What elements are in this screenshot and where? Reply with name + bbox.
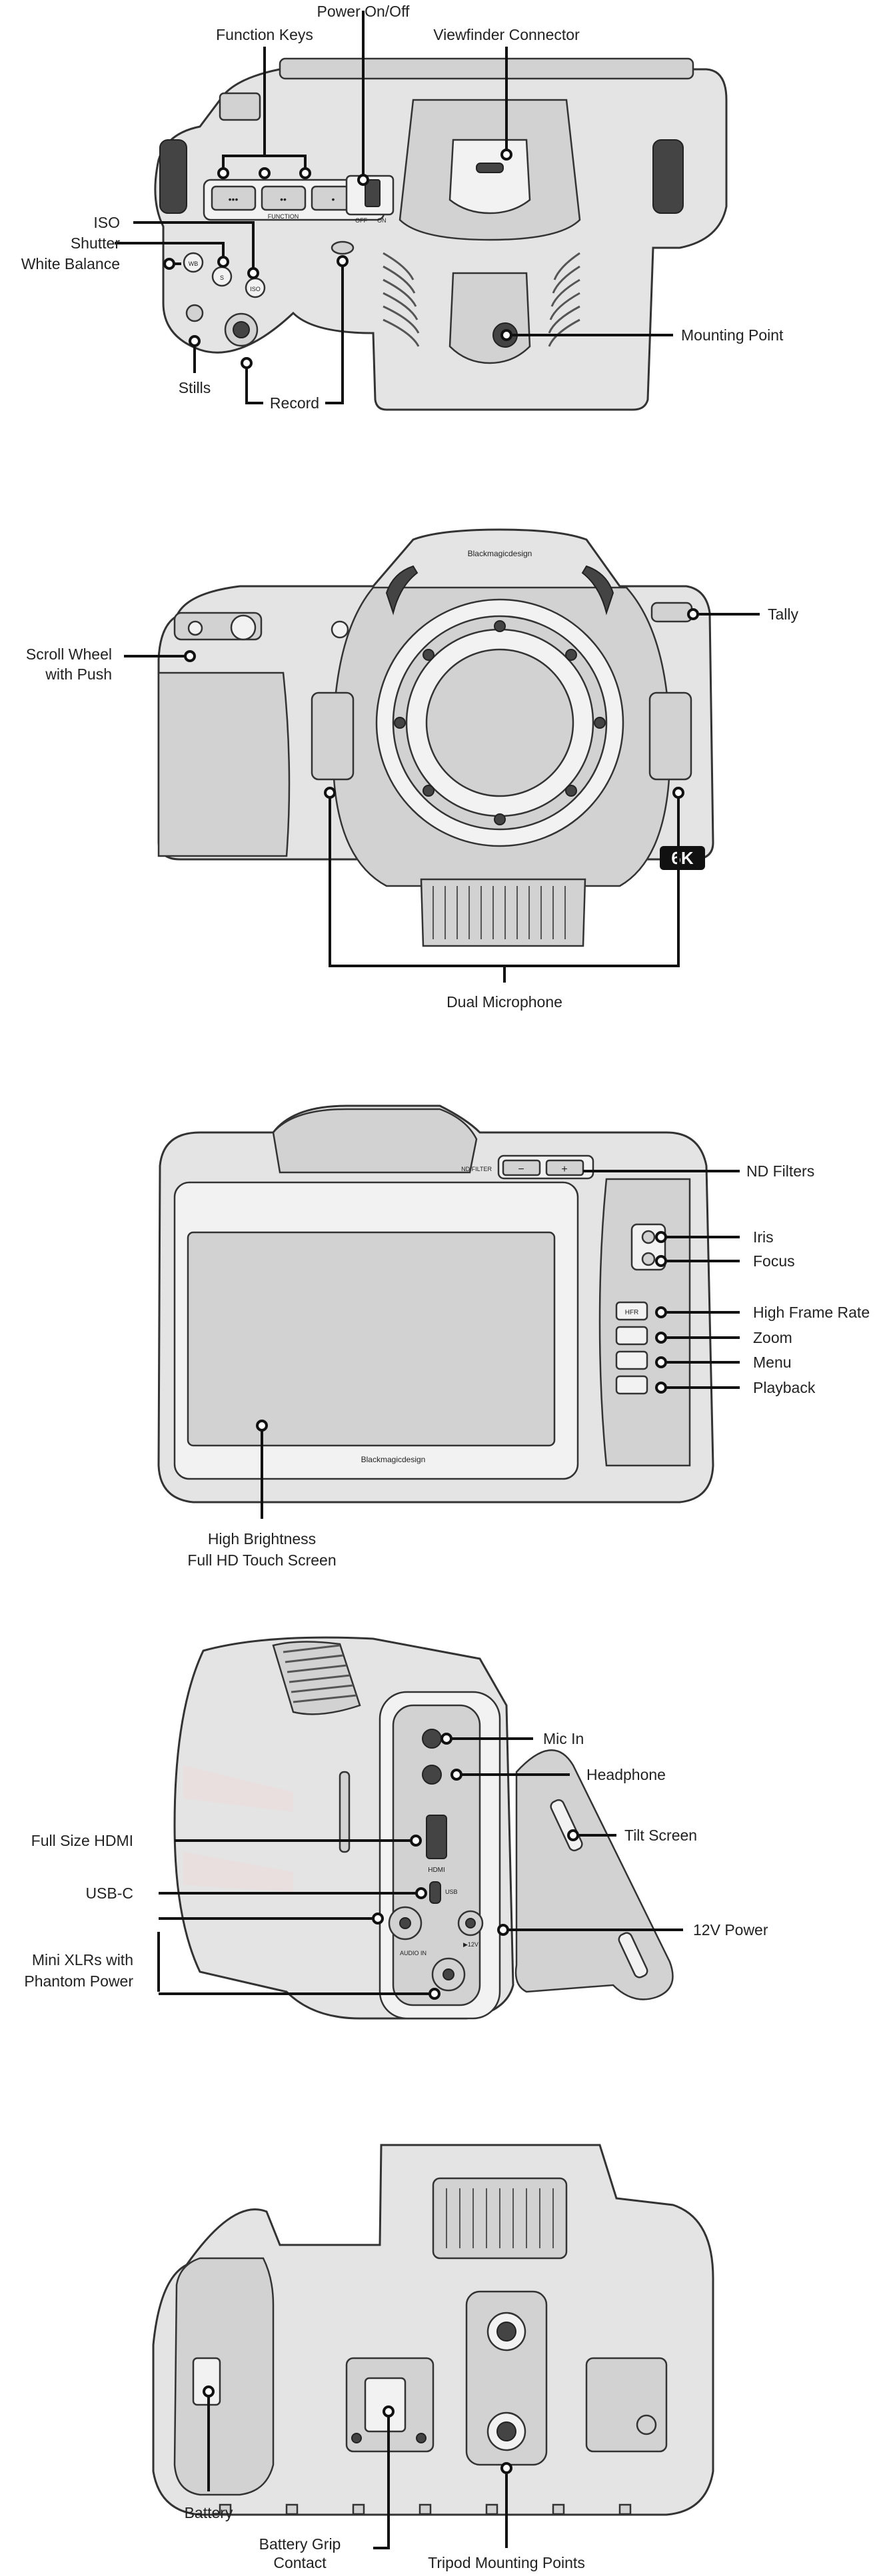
off-camera-text: OFF [355,217,367,224]
audio-in-camera-text: AUDIO IN [400,1950,427,1956]
back-brand-text: Blackmagicdesign [361,1455,426,1464]
dual-microphone-label: Dual Microphone [446,993,562,1011]
tally-label: Tally [768,606,799,623]
bottom-callouts [203,2385,512,2549]
front-brand-text: Blackmagicdesign [468,549,532,558]
xlr-label-1: Mini XLRs with [32,1951,133,1968]
playback-label: Playback [753,1379,816,1396]
iris-label: Iris [753,1228,774,1246]
xlr-label-2: Phantom Power [24,1972,133,1990]
iso-label: ISO [93,214,120,231]
12v-power-label: 12V Power [693,1921,768,1938]
record-label: Record [270,394,319,412]
front-view: Blackmagicdesign 6K Tally Scroll Wheel w… [26,528,799,1011]
power-label: Power On/Off [317,3,411,20]
scroll-wheel-label-2: with Push [45,665,112,683]
side-view: HDMI USB AUDIO IN ▶12V [24,1636,768,2020]
mic-in-label: Mic In [543,1730,584,1747]
focus-label: Focus [753,1252,795,1270]
function-keys-label: Function Keys [216,26,313,43]
top-camera-illustration: ••• •• • FUNCTION OFF ON WB S IS [154,57,728,411]
white-balance-label: White Balance [21,255,120,272]
bottom-camera-illustration [152,2144,714,2516]
s-camera-text: S [220,274,224,281]
viewfinder-label: Viewfinder Connector [433,26,580,43]
fn-key-1-text: ••• [229,194,239,205]
nd-filters-label: ND Filters [746,1162,814,1180]
hdmi-label: Full Size HDMI [31,1832,133,1849]
headphone-label: Headphone [586,1766,666,1783]
usb-camera-text: USB [445,1889,458,1895]
function-camera-text: FUNCTION [268,213,299,220]
nd-filter-camera-text: ND FILTER [461,1166,492,1172]
iso-camera-text: ISO [250,286,261,292]
on-camera-text: ON [377,217,387,224]
fn-key-3-text: • [332,194,335,205]
nd-minus-text: − [518,1164,524,1175]
12v-camera-text: ▶12V [463,1941,478,1948]
fn-key-2-text: •• [280,194,287,205]
6k-badge-text: 6K [671,848,693,868]
battery-grip-label-1: Battery Grip [259,2535,341,2553]
top-view: ••• •• • FUNCTION OFF ON WB S IS [21,3,784,412]
screen-label-1: High Brightness [208,1530,316,1547]
battery-label: Battery [185,2504,233,2521]
scroll-wheel-label-1: Scroll Wheel [26,645,112,663]
front-camera-illustration: Blackmagicdesign 6K [157,528,714,947]
bottom-view: Battery Battery Grip Contact Tripod Moun… [152,2144,714,2571]
back-callouts [256,1170,740,1519]
battery-grip-label-2: Contact [273,2554,327,2571]
hdmi-camera-text: HDMI [428,1867,445,1874]
back-view: − + ND FILTER HFR Blackmagicdesign [157,1104,870,1569]
back-camera-illustration: − + ND FILTER HFR Blackmagicdesign [157,1104,714,1503]
side-callouts [157,1733,683,2000]
stills-label: Stills [179,379,211,396]
screen-label-2: Full HD Touch Screen [187,1551,336,1569]
usb-c-label: USB-C [85,1885,133,1902]
menu-label: Menu [753,1354,792,1371]
side-camera-illustration: HDMI USB AUDIO IN ▶12V [173,1636,674,2020]
nd-plus-text: + [561,1164,567,1175]
wb-camera-text: WB [189,260,199,267]
mounting-point-label: Mounting Point [681,326,784,344]
high-frame-rate-label: High Frame Rate [753,1304,870,1321]
tripod-label: Tripod Mounting Points [428,2554,585,2571]
front-callouts [124,608,760,983]
shutter-label: Shutter [71,234,120,252]
hfr-camera-text: HFR [625,1309,639,1316]
zoom-label: Zoom [753,1329,792,1346]
top-callouts [115,11,673,404]
tilt-screen-label: Tilt Screen [624,1827,697,1844]
